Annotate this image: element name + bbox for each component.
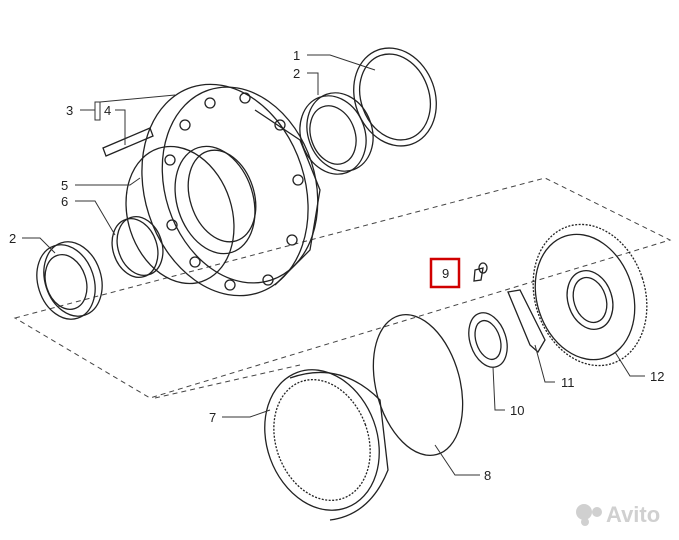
highlight-box-callout-9: [429, 257, 461, 289]
snap-ring-part-8: [372, 313, 464, 457]
callout-4: 4: [104, 103, 111, 118]
callout-9: 9: [442, 266, 449, 281]
leader-lines: [22, 54, 645, 476]
lock-plate-part-11: [507, 289, 546, 354]
callout-3: 3: [66, 103, 73, 118]
screw-part-9: [473, 262, 488, 282]
callout-5: 5: [61, 178, 68, 193]
callout-2-left: 2: [9, 231, 16, 246]
wheel-hub-part: [141, 83, 321, 297]
callout-7: 7: [209, 410, 216, 425]
watermark-text: Avito: [606, 502, 660, 527]
seal-part-2-upper: [299, 92, 374, 175]
callout-6: 6: [61, 194, 68, 209]
callout-10: 10: [510, 403, 524, 418]
callout-1: 1: [293, 48, 300, 63]
assembly-boundary-lower: [154, 364, 301, 399]
callout-11: 11: [561, 375, 575, 390]
ring-part-6: [111, 216, 164, 278]
ring-nut-part-10: [468, 312, 508, 368]
o-ring-part-5: [125, 145, 235, 285]
callout-8: 8: [484, 468, 491, 483]
callout-2-upper: 2: [293, 66, 300, 81]
wheel-stud-part-4: [102, 127, 154, 157]
ring-gear-part-7: [264, 369, 389, 521]
seal-part-2-left: [36, 241, 103, 320]
gear-part-12: [532, 223, 648, 367]
callout-12: 12: [650, 369, 664, 384]
assembly-boundary-upper: [13, 177, 672, 399]
avito-watermark: Avito: [576, 502, 660, 527]
